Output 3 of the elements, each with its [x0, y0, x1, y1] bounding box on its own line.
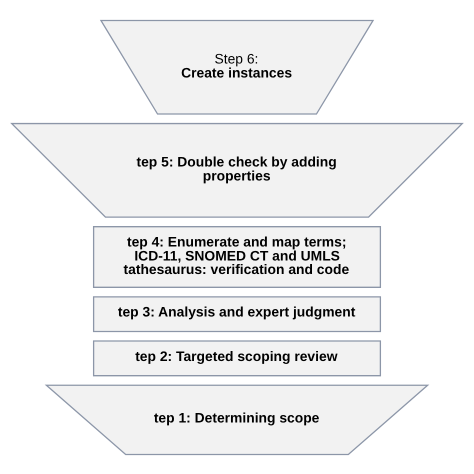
node-box: tep 4: Enumerate and map terms; ICD-11, SNOMED CT and UMLS tathesaurus: verification and code: [92, 226, 382, 288]
node-box: tep 2: Targeted scoping review: [92, 340, 382, 376]
node-box: tep 3: Analysis and expert judgment: [92, 296, 382, 332]
